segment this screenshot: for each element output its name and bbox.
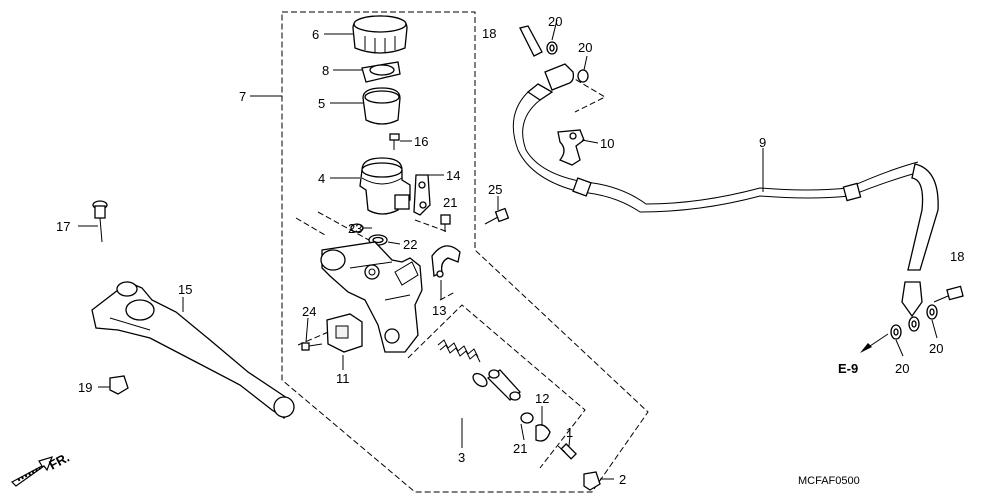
callout-25: 25: [488, 182, 502, 197]
part-washer-20-right-b: [926, 304, 938, 320]
part-piston: [486, 369, 521, 401]
part-screw-24: [301, 342, 323, 351]
callout-13: 13: [432, 303, 446, 318]
part-hose-9: [512, 25, 939, 318]
callout-19: 19: [78, 380, 92, 395]
callout-22: 22: [403, 237, 417, 252]
part-clutch-lever-15: [91, 281, 295, 419]
part-bolt-21-upper: [440, 214, 451, 232]
callout-20-right-upper: 20: [929, 341, 943, 356]
part-master-cylinder-body: [320, 241, 423, 353]
part-nut-2: [583, 471, 601, 491]
callout-4: 4: [318, 171, 325, 186]
part-pushrod-1: [557, 443, 577, 460]
front-direction-arrow-icon: [11, 456, 54, 487]
callout-18-top: 18: [482, 26, 496, 41]
assembly-boundary-7: [281, 11, 649, 493]
reference-label: E-9: [838, 361, 858, 376]
callout-8: 8: [322, 63, 329, 78]
part-circlip-12: [535, 424, 551, 442]
part-clamp-10: [557, 129, 585, 166]
callout-21-upper: 21: [443, 195, 457, 210]
reference-arrow: [860, 333, 889, 353]
callout-18-right: 18: [950, 249, 964, 264]
callout-2: 2: [619, 472, 626, 487]
part-reservoir-body: [359, 157, 411, 215]
part-nut-19: [109, 375, 129, 395]
callout-3: 3: [458, 450, 465, 465]
leader-lines: [78, 19, 938, 480]
part-pivot-bolt-17: [92, 200, 108, 243]
callout-17: 17: [56, 219, 70, 234]
part-stay-14: [413, 174, 431, 216]
part-washer-20-right-c: [890, 324, 902, 340]
callout-23: 23: [348, 221, 362, 236]
part-reservoir-cap: [352, 15, 408, 54]
callout-14: 14: [446, 168, 460, 183]
part-screw-16: [389, 133, 400, 150]
callout-16: 16: [414, 134, 428, 149]
part-reservoir-plate: [361, 61, 401, 83]
part-bolt-25: [484, 207, 510, 225]
callout-24: 24: [302, 304, 316, 319]
callout-1: 1: [566, 425, 573, 440]
callout-11: 11: [336, 371, 350, 386]
callout-21-lower: 21: [513, 441, 527, 456]
assembly-boundary-3: [407, 304, 586, 469]
part-piston-cup: [472, 372, 488, 388]
part-washer-21-lower: [520, 412, 534, 424]
guide-lines: [295, 74, 607, 346]
callout-9: 9: [759, 135, 766, 150]
callout-15: 15: [178, 282, 192, 297]
part-holder-13: [431, 245, 461, 278]
part-piston-spring: [437, 339, 481, 363]
callout-6: 6: [312, 27, 319, 42]
callout-5: 5: [318, 96, 325, 111]
part-washer-20-right-a: [908, 316, 920, 332]
callout-20-top-left: 20: [548, 14, 562, 29]
part-banjo-bolt-18: [933, 285, 964, 303]
callout-20-right-lower: 20: [895, 361, 909, 376]
callout-10: 10: [600, 136, 614, 151]
part-switch-11: [326, 313, 363, 353]
callout-20-top-right: 20: [578, 40, 592, 55]
part-diaphragm: [362, 87, 401, 125]
callout-12: 12: [535, 391, 549, 406]
callout-7: 7: [239, 89, 246, 104]
diagram-code: MCFAF0500: [798, 475, 860, 487]
front-direction-label: FR.: [46, 450, 72, 473]
